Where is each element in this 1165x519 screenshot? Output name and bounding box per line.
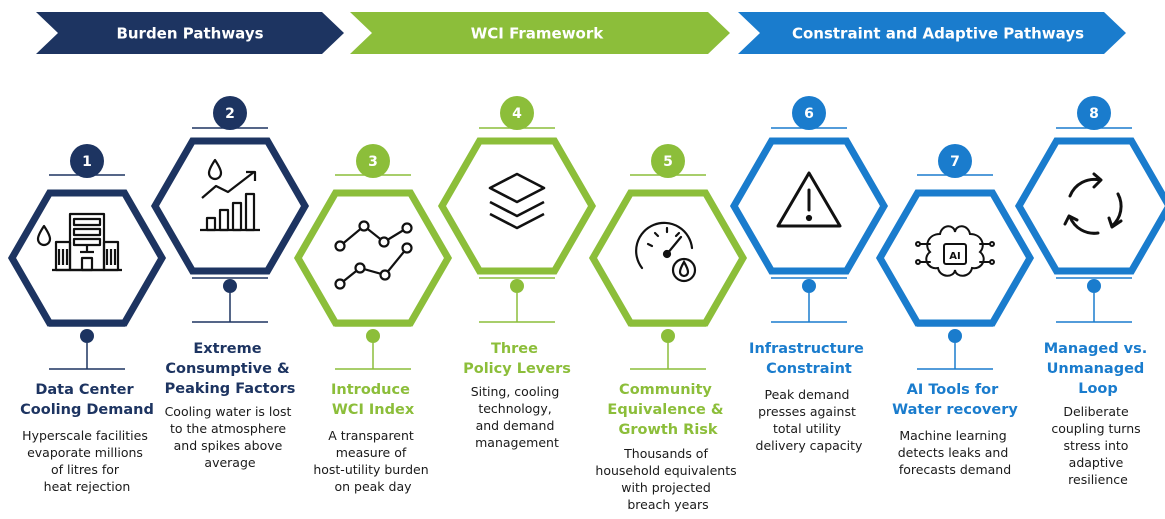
step-description: Hyperscale facilities evaporate millions… [22, 428, 152, 494]
layers-icon [488, 172, 546, 230]
step-number-badge [356, 144, 390, 178]
step-number-badge [651, 144, 685, 178]
step-title: Community Equivalence & Growth Risk [607, 382, 728, 438]
step-description: Deliberate coupling turns stress into ad… [1051, 404, 1144, 487]
step-title: Extreme Consumptive & Peaking Factors [165, 341, 296, 397]
step-title: Infrastructure Constraint [749, 341, 869, 377]
step-6: 6 Infrastructure Constraint Peak demand … [729, 96, 889, 453]
step-5: 5 Community Equivalence & Growth Risk Th… [588, 144, 748, 512]
step-number-badge [500, 96, 534, 130]
step-description: Thousands of household equivalents with … [595, 446, 740, 512]
step-number-badge [213, 96, 247, 130]
step-number-badge [938, 144, 972, 178]
step-description: Peak demand presses against total utilit… [756, 387, 864, 453]
banner-wci-framework: WCI Framework [350, 12, 730, 54]
banner-burden-pathways: Burden Pathways [36, 12, 344, 54]
step-8: 8 Managed vs. Unmanaged Loop Deliberate … [1014, 96, 1165, 487]
step-title: Managed vs. Unmanaged Loop [1044, 341, 1153, 397]
banner-label: Constraint and Adaptive Pathways [792, 25, 1084, 43]
banner-label: WCI Framework [471, 25, 605, 43]
line-graph-icon [334, 220, 413, 290]
ai-chip-brain-icon: AI [915, 225, 995, 277]
data-center-building-droplet-icon [36, 212, 122, 272]
step-4: 4 Three Policy Levers Siting, cooling te… [437, 96, 597, 450]
step-description: Machine learning detects leaks and forec… [898, 428, 1013, 477]
step-number-badge [792, 96, 826, 130]
step-title: Three Policy Levers [463, 341, 571, 377]
step-number: 7 [950, 154, 960, 170]
step-title: AI Tools for Water recovery [892, 382, 1018, 418]
step-1: 1 Data Center Cooling Demand Hyperscale … [7, 144, 167, 494]
cycle-arrows-icon [1063, 172, 1123, 235]
step-number: 8 [1089, 106, 1099, 122]
step-title: Introduce WCI Index [331, 382, 415, 418]
step-number: 2 [225, 106, 235, 122]
step-7: 7 AI AI Tools for Water recovery Machine… [875, 144, 1035, 477]
gauge-droplet-icon [635, 221, 697, 283]
step-number: 6 [804, 106, 814, 122]
step-number: 5 [663, 154, 673, 170]
step-number-badge [70, 144, 104, 178]
step-number: 1 [82, 154, 92, 170]
step-2: 2 Extreme Consumptive & Peaking Factors … [150, 96, 310, 470]
step-number-badge [1077, 96, 1111, 130]
step-title: Data Center Cooling Demand [20, 382, 154, 418]
banner-constraint-adaptive-pathways: Constraint and Adaptive Pathways [738, 12, 1126, 54]
svg-text:AI: AI [949, 251, 960, 262]
step-3: 3 Introduce WCI Index A transparent meas… [293, 144, 453, 494]
step-description: A transparent measure of host-utility bu… [313, 428, 432, 494]
step-description: Cooling water is lost to the atmosphere … [165, 404, 296, 470]
step-number: 3 [368, 154, 378, 170]
step-description: Siting, cooling technology, and demand m… [471, 384, 564, 450]
warning-triangle-icon [776, 171, 842, 228]
step-number: 4 [512, 106, 522, 122]
rising-bar-chart-droplet-icon [200, 158, 260, 232]
banner-label: Burden Pathways [116, 25, 263, 43]
